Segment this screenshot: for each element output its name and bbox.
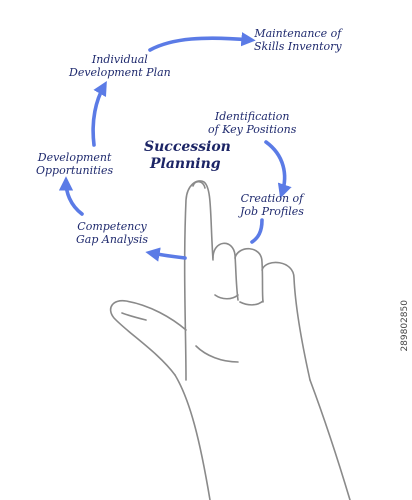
title-line-1: Succession: [144, 139, 231, 155]
step-creation-of-job-profiles: Creation of Job Profiles: [240, 192, 304, 218]
diagram-title: Succession Planning: [144, 139, 231, 173]
arrow-plan-to-inventory: [148, 32, 256, 52]
hand-illustration: [109, 180, 351, 500]
step-development-opportunities: Development Opportunities: [36, 151, 114, 177]
step-individual-development-plan: Individual Development Plan: [69, 53, 171, 79]
step-competency-gap-analysis: Competency Gap Analysis: [76, 220, 149, 246]
cycle-arrows: [58, 32, 292, 262]
title-line-2: Planning: [150, 156, 221, 172]
arrow-profiles-to-competency: [250, 218, 264, 244]
arrow-opportunities-to-plan: [91, 80, 107, 147]
arrow-positions-to-profiles: [264, 140, 292, 199]
arrow-development-to-opportunities: [58, 176, 84, 216]
step-identification-of-key-positions: Identification of Key Positions: [208, 110, 297, 136]
step-maintenance-of-skills-inventory: Maintenance of Skills Inventory: [254, 27, 342, 53]
arrow-competency-to-development: [145, 247, 187, 262]
stock-image-id: 289802850: [400, 300, 410, 352]
